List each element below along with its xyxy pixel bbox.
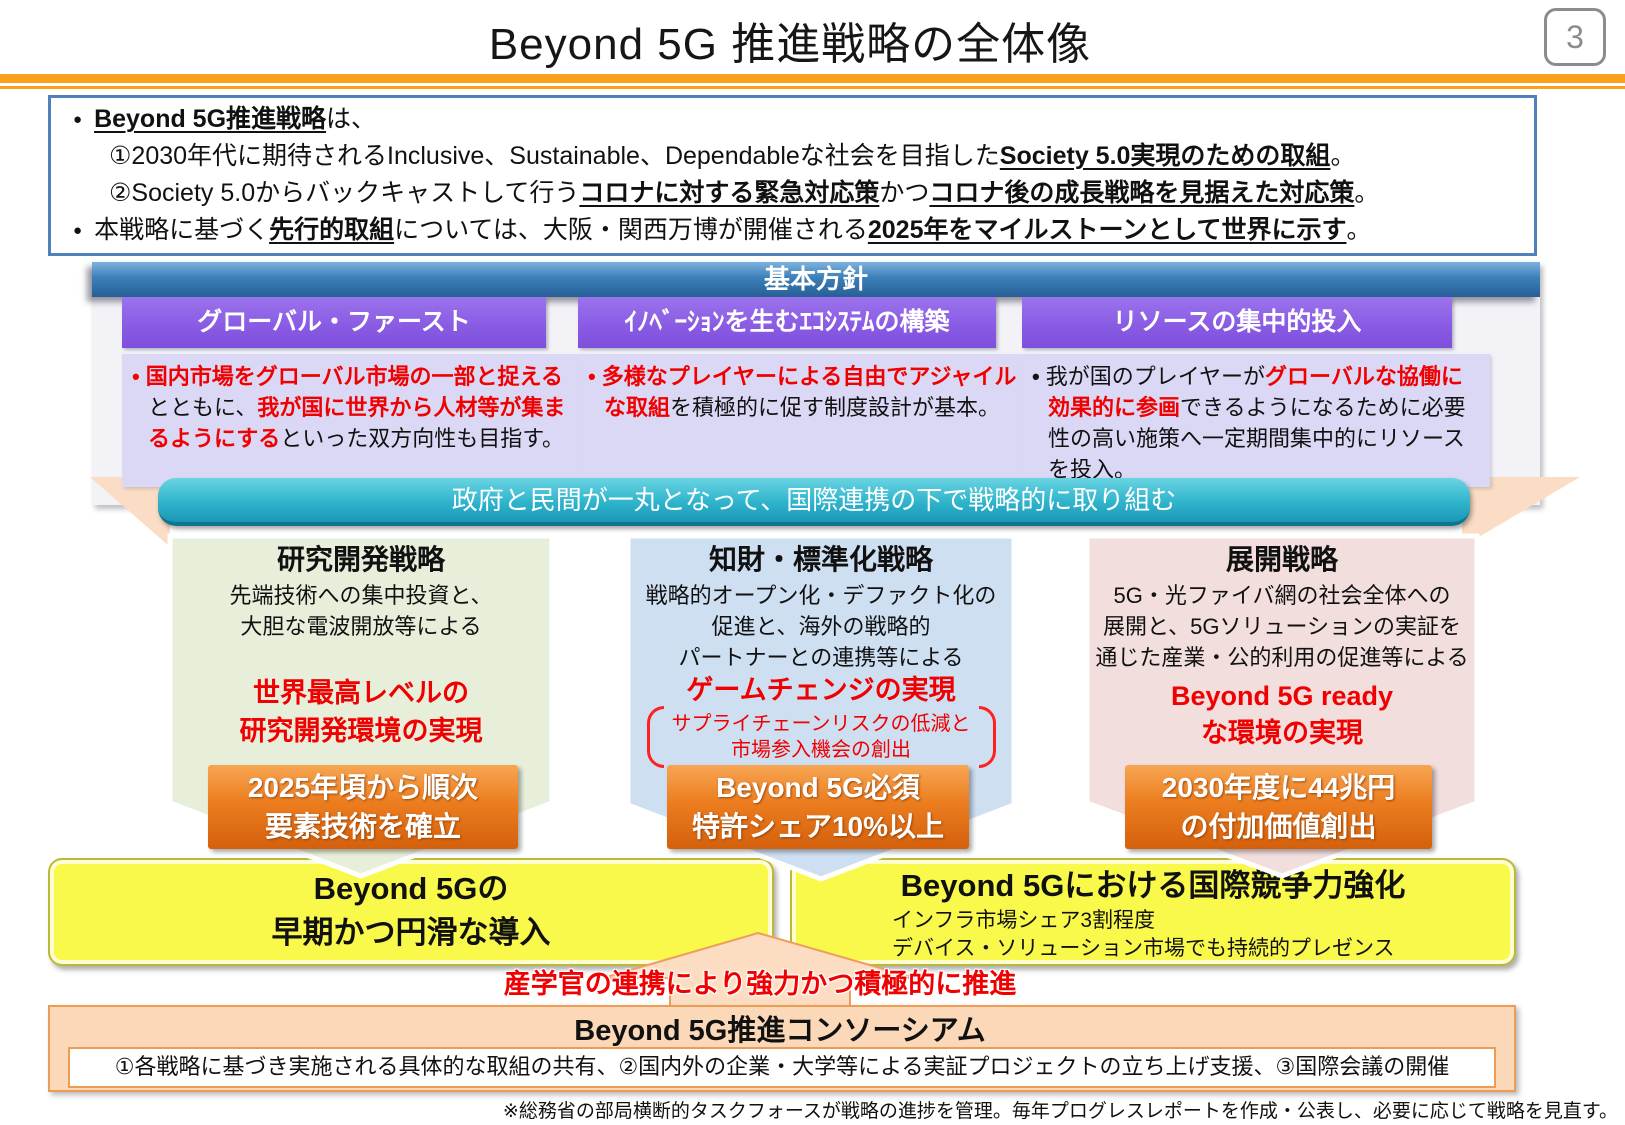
strategy-ipr-goal: ゲームチェンジの実現 (686, 675, 956, 705)
outcome-right-sub2: デバイス・ソリューション市場でも持続的プレゼンス (892, 937, 1395, 960)
pillar-text: 国内市場をグローバル市場の一部と捉える (145, 364, 563, 389)
outcome-box-international-competitiveness: Beyond 5Gにおける国際競争力強化 インフラ市場シェア3割程度 デバイス・… (790, 858, 1516, 966)
bullet-icon: • (1032, 364, 1040, 389)
kpi-box-added-value: 2030年度に44兆円 の付加価値創出 (1125, 765, 1432, 849)
promotion-slogan: 産学官の連携により強力かつ積極的に推進 (503, 969, 1017, 999)
consortium-details: ①各戦略に基づき実施される具体的な取組の共有、②国内外の企業・大学等による実証プ… (68, 1047, 1496, 1088)
supply-chain-note-text: サプライチェーンリスクの低減と 市場参入機会の創出 (671, 713, 971, 761)
summary-text: かつ (879, 179, 930, 207)
pillar-text: を積極的に促す制度設計が基本。 (670, 395, 1001, 420)
page-number-badge: 3 (1544, 8, 1606, 66)
pillar-header-resource-investment: リソースの集中的投入 (1022, 297, 1452, 348)
right-bracket-shape (978, 706, 996, 768)
summary-box: ● Beyond 5G推進戦略は、 ①2030年代に期待されるInclusive、… (48, 95, 1537, 256)
summary-text: については、大阪・関西万博が開催される (394, 216, 868, 244)
basic-policy-banner: 基本方針 (92, 262, 1540, 297)
pillar-text: といった双方向性も目指す。 (280, 426, 565, 451)
strategy-deployment-goal: Beyond 5G ready な環境の実現 (1170, 681, 1394, 748)
pillar-text: 我が国に世界から人材等が集まるようにする (148, 395, 566, 451)
approach-banner: 政府と民間が一丸となって、国際連携の下で戦略的に取り組む (158, 478, 1470, 526)
outcome-box-early-deployment: Beyond 5Gの 早期かつ円滑な導入 (48, 858, 774, 966)
page-number: 3 (1566, 18, 1584, 55)
strategy-ipr-title: 知財・標準化戦略 (708, 544, 933, 575)
left-bracket-shape (646, 706, 664, 768)
pillar-text: グローバルな協働に効果的に参画 (1048, 364, 1463, 420)
divider-rule-thick (0, 74, 1625, 83)
summary-text: 本戦略に基づく (94, 216, 270, 244)
kpi-box-patent-share: Beyond 5G必須 特許シェア10%以上 (667, 765, 969, 849)
supply-chain-note: サプライチェーンリスクの低減と 市場参入機会の創出 (625, 706, 1017, 768)
strategy-rd-desc: 先端技術への集中投資と、 大胆な電波開放等による (229, 583, 493, 639)
outcome-right-title: Beyond 5Gにおける国際競争力強化 (900, 868, 1406, 903)
pillar-body-global-first: •国内市場をグローバル市場の一部と捉えるとともに、我が国に世界から人材等が集まる… (122, 354, 584, 487)
summary-text: Society 5.0実現のための取組 (999, 142, 1331, 170)
kpi-box-rd: 2025年頃から順次 要素技術を確立 (208, 765, 518, 849)
summary-text: コロナに対する緊急対応策 (579, 179, 880, 207)
summary-line-1: ①2030年代に期待されるInclusive、Sustainable、Depen… (73, 138, 1534, 175)
strategy-deployment-desc: 5G・光ファイバ網の社会全体への 展開と、5Gソリューションの実証を 通じた産業… (1095, 583, 1469, 670)
bullet-icon: • (132, 364, 140, 389)
summary-text: 2025年をマイルストーンとして世界に示す (867, 216, 1347, 244)
consortium-title: Beyond 5G推進コンソーシアム (574, 1015, 986, 1047)
summary-line-2: ②Society 5.0からバックキャストして行うコロナに対する緊急対応策かつコ… (73, 175, 1534, 212)
outcome-right-sub1: インフラ市場シェア3割程度 (892, 909, 1156, 932)
summary-text: 。 (1330, 142, 1356, 170)
divider-rule-thin (0, 86, 1625, 89)
summary-text: 先行的取組 (269, 216, 395, 244)
summary-bullet-2: ● 本戦略に基づく先行的取組については、大阪・関西万博が開催される2025年をマイ… (73, 212, 1534, 249)
pillar-header-global-first: グローバル・ファースト (122, 297, 546, 348)
pillar-body-resource-investment: •我が国のプレイヤーがグローバルな協働に効果的に参画できるようになるために必要性… (1022, 354, 1490, 487)
pillar-text: 我が国のプレイヤーが (1045, 364, 1266, 389)
outcome-left-text: Beyond 5Gの 早期かつ円滑な導入 (271, 871, 551, 950)
strategy-rd-title: 研究開発戦略 (276, 544, 445, 575)
bullet-icon: ● (73, 222, 83, 239)
page-title: Beyond 5G 推進戦略の全体像 (488, 20, 1092, 69)
strategy-rd-goal: 世界最高レベルの 研究開発環境の実現 (239, 678, 483, 746)
summary-text: ②Society 5.0からバックキャストして行う (109, 179, 580, 207)
strategy-deployment-title: 展開戦略 (1225, 544, 1338, 575)
pillar-text: とともに、 (148, 395, 258, 420)
pillar-text: できるようになるために必要性の高い施策へ一定期間集中的にリソースを投入。 (1048, 395, 1466, 482)
pillar-body-innovation-ecosystem: •多様なプレイヤーによる自由でアジャイルな取組を積極的に促す制度設計が基本。 (578, 354, 1034, 487)
summary-text: は、 (326, 105, 377, 133)
summary-text: 。 (1346, 216, 1372, 244)
summary-text: Beyond 5G推進戦略 (94, 105, 327, 133)
bullet-icon: • (588, 364, 596, 389)
strategy-ipr-desc: 戦略的オープン化・デファクト化の 促進と、海外の戦略的 パートナーとの連携等によ… (645, 583, 997, 670)
bullet-icon: ● (73, 111, 83, 128)
pillar-text: 多様なプレイヤーによる自由でアジャイルな取組 (601, 364, 1017, 420)
summary-text: コロナ後の成長戦略を見据えた対応策 (929, 179, 1355, 207)
summary-text: 。 (1354, 179, 1380, 207)
summary-text: ①2030年代に期待されるInclusive、Sustainable、Depen… (109, 142, 1000, 170)
summary-bullet-1: ● Beyond 5G推進戦略は、 (73, 101, 1534, 138)
footnote: ※総務省の部局横断的タスクフォースが戦略の進捗を管理。毎年プログレスレポートを作… (502, 1101, 1618, 1122)
pillar-header-innovation-ecosystem: ｲﾉﾍﾞｰｼｮﾝを生むｴｺｼｽﾃﾑの構築 (578, 297, 996, 348)
